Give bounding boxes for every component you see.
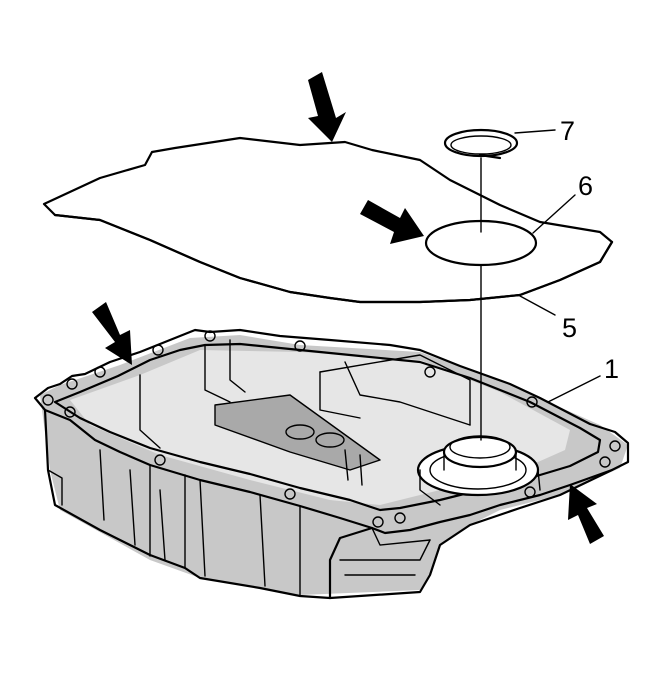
arrow-pan-filter-boss: [568, 484, 604, 544]
arrow-pan-flange-left: [92, 302, 132, 365]
callout-7: 7: [560, 116, 575, 146]
arrow-gasket-top: [308, 72, 346, 142]
oil-pan: [33, 328, 630, 600]
pan-gasket: [42, 136, 614, 304]
callout-5: 5: [562, 313, 577, 343]
arrow-filter-seal: [360, 200, 424, 244]
callout-1: 1: [604, 354, 619, 384]
seal-ring: [443, 128, 519, 160]
leader-lines: [514, 129, 601, 403]
callout-6: 6: [578, 171, 593, 201]
